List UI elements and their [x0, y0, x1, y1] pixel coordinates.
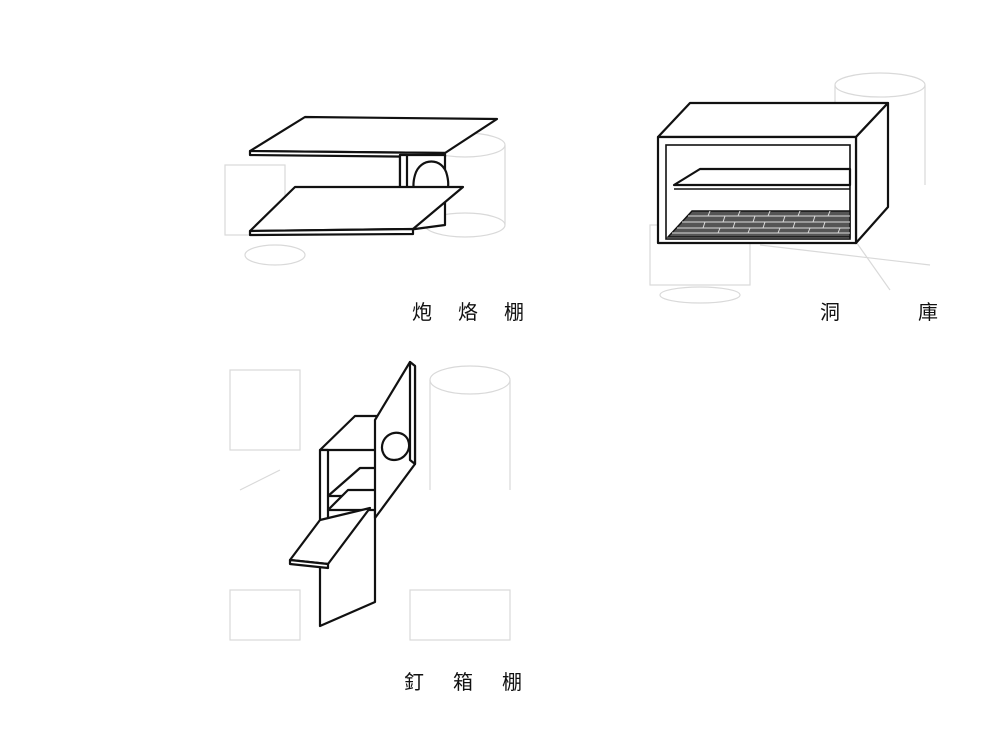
- caption-char: 釘: [404, 670, 424, 694]
- cabinet-opening: [665, 144, 851, 240]
- caption-dongku: 洞 庫: [820, 296, 938, 325]
- dingxiang-shelf-illustration: [229, 360, 511, 641]
- brick-floor: [666, 210, 851, 238]
- caption-char: 洞: [820, 300, 840, 324]
- caption-char: 棚: [502, 670, 522, 694]
- caption-char: 庫: [918, 300, 938, 324]
- pull-out-tray-edge: [288, 558, 330, 570]
- paoluo-shelf-illustration: [224, 115, 506, 266]
- front-panel-edge: [408, 360, 417, 466]
- front-panel-hole: [380, 431, 411, 462]
- caption-char: 炮: [412, 300, 432, 324]
- bottom-board-edge: [248, 227, 415, 237]
- caption-char: 箱: [453, 670, 473, 694]
- cabinet-shelf: [672, 167, 852, 187]
- top-board: [248, 115, 499, 155]
- background-sketch: [229, 365, 511, 641]
- cabinet-top: [656, 101, 890, 139]
- dongku-cabinet-illustration: [649, 72, 931, 304]
- caption-char: 棚: [504, 300, 524, 324]
- caption-char: 烙: [458, 300, 478, 324]
- caption-dingxiang: 釘 箱 棚: [404, 666, 522, 695]
- caption-paoluo: 炮 烙 棚: [412, 296, 524, 325]
